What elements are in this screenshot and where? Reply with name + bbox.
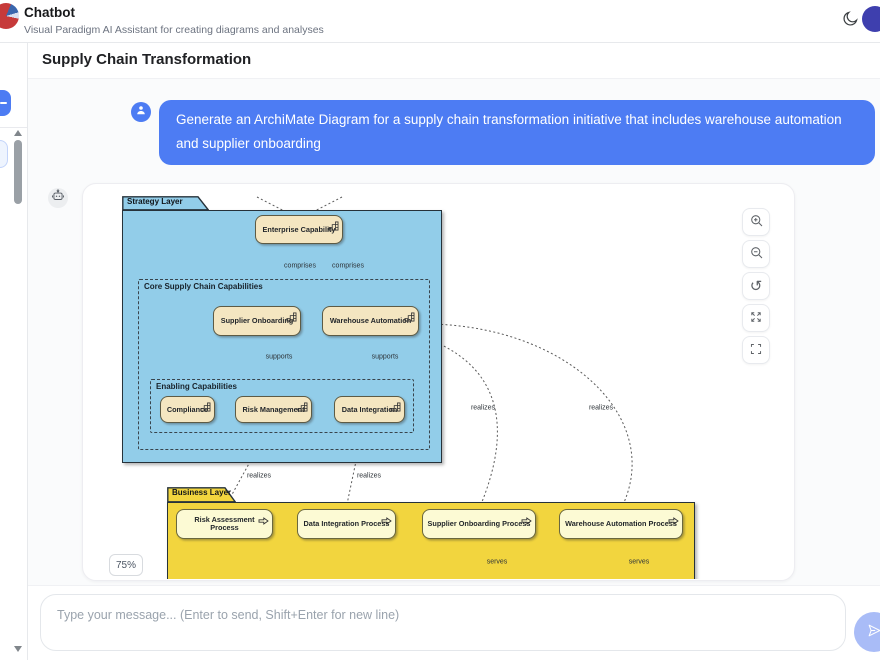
- sidebar-action-button[interactable]: [0, 90, 11, 116]
- node-supplier-onboarding: Supplier Onboarding: [213, 306, 301, 336]
- zoom-in-icon: [749, 213, 764, 231]
- dark-mode-toggle[interactable]: [840, 10, 860, 30]
- capability-steps-icon: [390, 399, 401, 417]
- expand-arrows-icon: [749, 310, 763, 327]
- edge-label-supports: supports: [371, 353, 399, 361]
- reset-view-button[interactable]: ↺: [742, 272, 770, 300]
- app-title: Chatbot: [24, 5, 75, 20]
- bot-message-avatar: [48, 188, 68, 208]
- zoom-out-button[interactable]: [742, 240, 770, 268]
- process-arrow-icon: [258, 512, 269, 530]
- node-data-integration: Data Integration: [334, 396, 405, 423]
- zoom-in-button[interactable]: [742, 208, 770, 236]
- send-button[interactable]: [854, 612, 880, 652]
- edge-label-realizes: realizes: [246, 472, 272, 480]
- capability-steps-icon: [200, 399, 211, 417]
- process-arrow-icon: [668, 512, 679, 530]
- node-risk-management: Risk Management: [235, 396, 312, 423]
- robot-icon: [51, 188, 65, 208]
- layer-tab-strategy-layer: Strategy Layer: [122, 196, 210, 211]
- sidebar-chat-item[interactable]: [0, 140, 8, 168]
- node-enterprise-capability: Enterprise Capability: [255, 215, 343, 244]
- edge-label-realizes: realizes: [356, 472, 382, 480]
- reset-rotate-icon: ↺: [749, 277, 763, 295]
- node-warehouse-automation-process: Warehouse Automation Process: [559, 509, 683, 539]
- message-input-bar: [28, 585, 880, 660]
- capability-steps-icon: [297, 399, 308, 417]
- node-warehouse-automation: Warehouse Automation: [322, 306, 419, 336]
- edge-label-serves: serves: [486, 558, 508, 566]
- process-arrow-icon: [521, 512, 532, 530]
- subheader-divider: [28, 78, 880, 79]
- fullscreen-button[interactable]: [742, 336, 770, 364]
- scrollbar-up-arrow[interactable]: [14, 130, 22, 136]
- sidebar-divider: [0, 127, 27, 128]
- scrollbar-down-arrow[interactable]: [14, 646, 22, 652]
- user-message-bubble: Generate an ArchiMate Diagram for a supp…: [159, 100, 875, 165]
- app-subtitle: Visual Paradigm AI Assistant for creatin…: [24, 24, 324, 36]
- edge-label-comprises: comprises: [332, 262, 364, 270]
- layer-tab-business-layer: Business Layer: [167, 487, 237, 503]
- visual-paradigm-logo-icon: [0, 3, 19, 29]
- paper-plane-icon: [866, 622, 880, 642]
- page-title: Supply Chain Transformation: [42, 51, 252, 68]
- node-supplier-onboarding-process: Supplier Onboarding Process: [422, 509, 536, 539]
- user-message-avatar: [131, 102, 151, 122]
- node-data-integration-process: Data Integration Process: [297, 509, 396, 539]
- expand-button[interactable]: [742, 304, 770, 332]
- user-profile-avatar[interactable]: [862, 6, 880, 32]
- edge-realization: [345, 426, 365, 510]
- moon-icon: [842, 10, 859, 30]
- group-core-supply-chain-capabilities: Core Supply Chain Capabilities: [138, 279, 430, 450]
- group-enabling-capabilities: Enabling Capabilities: [150, 379, 414, 433]
- app-header: Chatbot Visual Paradigm AI Assistant for…: [0, 0, 880, 43]
- person-icon: [135, 103, 147, 121]
- fullscreen-brackets-icon: [749, 342, 763, 359]
- edge-label-realizes: realizes: [470, 404, 496, 412]
- capability-steps-icon: [404, 309, 415, 327]
- edge-label-realizes: realizes: [588, 404, 614, 412]
- edge-label-serves: serves: [628, 558, 650, 566]
- capability-steps-icon: [328, 218, 339, 236]
- capability-steps-icon: [286, 309, 297, 327]
- message-input[interactable]: [40, 594, 846, 651]
- node-risk-assessment-process: Risk Assessment Process: [176, 509, 273, 539]
- node-compliance: Compliance: [160, 396, 215, 423]
- zoom-out-icon: [749, 245, 764, 263]
- zoom-level-badge: 75%: [109, 554, 143, 576]
- process-arrow-icon: [381, 512, 392, 530]
- edge-label-comprises: comprises: [284, 262, 316, 270]
- edge-label-supports: supports: [265, 353, 293, 361]
- scrollbar-thumb[interactable]: [14, 140, 22, 204]
